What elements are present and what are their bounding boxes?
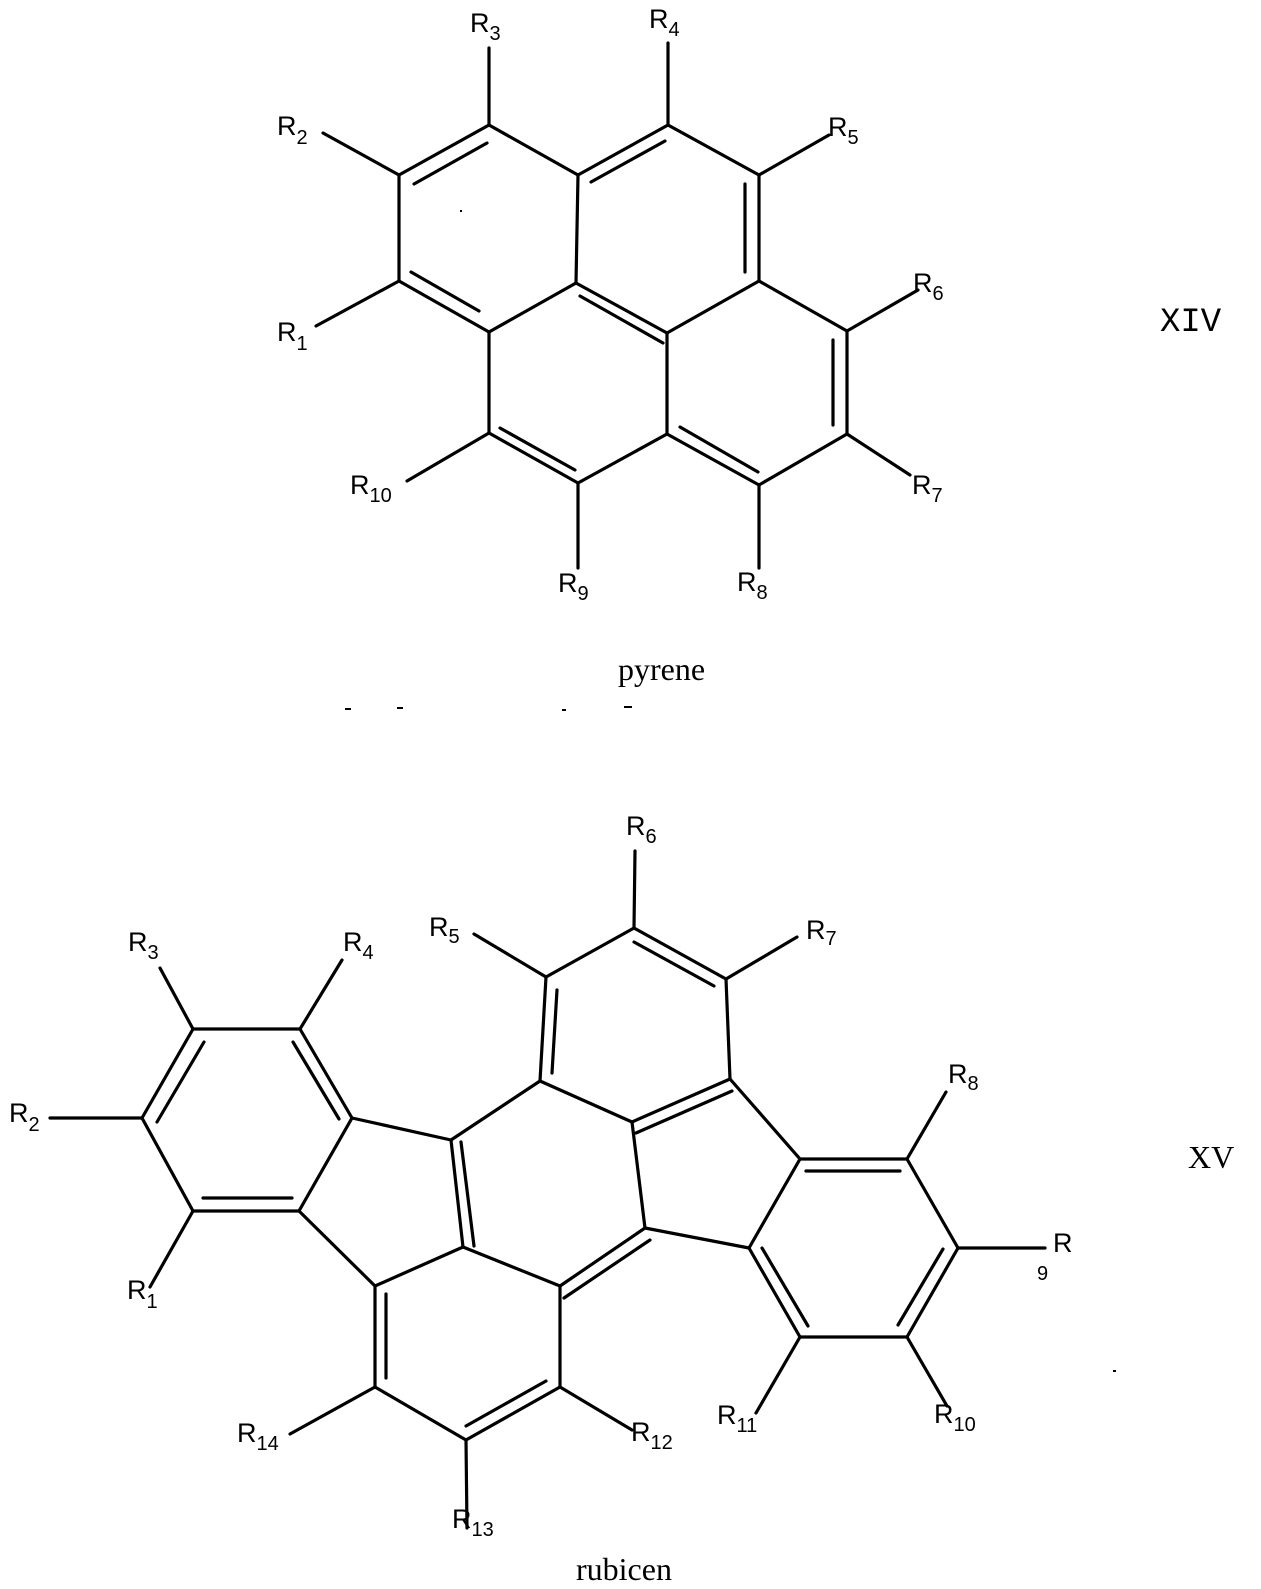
pyrene-double-bond-inner-lines (409, 139, 835, 474)
rubicen-label-r12: R12 (631, 1417, 673, 1454)
rubicen-label-r11: R11 (717, 1400, 757, 1437)
pyrene-structure: R1 R2 R3 R4 R5 R6 R7 R8 R9 R10 pyrene XI… (277, 4, 1222, 711)
pyrene-substituent-bonds (314, 41, 920, 570)
formula-number-xiv: XIV (1160, 304, 1222, 342)
scan-artifact-dashes (345, 706, 632, 711)
pyrene-compound-name: pyrene (618, 651, 705, 687)
rubicen-label-r6: R6 (626, 811, 657, 848)
pyrene-label-r9: R9 (558, 568, 589, 605)
pyrene-label-r10: R10 (350, 470, 392, 507)
rubicen-label-r8: R8 (948, 1059, 979, 1095)
formula-number-xv: XV (1188, 1139, 1234, 1175)
rubicen-label-r1: R1 (127, 1275, 158, 1313)
rubicen-structure: R1 R2 R3 R4 R5 R6 R7 R8 R 9 R10 R11 R12 … (9, 811, 1234, 1587)
pyrene-label-r2: R2 (277, 111, 308, 149)
rubicen-label-r13: R13 (452, 1504, 494, 1541)
rubicen-label-r10: R10 (934, 1399, 976, 1436)
rubicen-double-bond-inner-lines (155, 940, 945, 1428)
rubicen-skeleton-bonds (140, 926, 960, 1442)
scan-speck (1113, 1370, 1116, 1372)
pyrene-label-r3: R3 (470, 8, 501, 45)
pyrene-label-r5: R5 (828, 112, 859, 149)
pyrene-substituent-labels: R1 R2 R3 R4 R5 R6 R7 R8 R9 R10 (277, 4, 944, 605)
scan-speck (460, 210, 462, 212)
rubicen-compound-name: rubicen (576, 1551, 672, 1587)
pyrene-label-r4: R4 (649, 4, 680, 41)
pyrene-label-r1: R1 (277, 317, 308, 355)
rubicen-label-r7: R7 (806, 915, 837, 950)
pyrene-label-r8: R8 (737, 567, 768, 604)
rubicen-label-r4: R4 (343, 927, 374, 964)
rubicen-label-r5: R5 (429, 912, 460, 948)
rubicen-substituent-bonds (48, 849, 1047, 1530)
rubicen-label-r9-sub: 9 (1037, 1263, 1048, 1285)
pyrene-label-r7: R7 (912, 470, 943, 507)
pyrene-skeleton-bonds (397, 123, 849, 487)
pyrene-label-r6: R6 (913, 268, 944, 305)
rubicen-label-r2: R2 (9, 1098, 40, 1136)
rubicen-label-r14: R14 (237, 1418, 279, 1455)
rubicen-substituent-labels: R1 R2 R3 R4 R5 R6 R7 R8 R 9 R10 R11 R12 … (9, 811, 1073, 1541)
rubicen-label-r3: R3 (128, 927, 159, 964)
rubicen-label-r9-base: R (1053, 1228, 1073, 1258)
